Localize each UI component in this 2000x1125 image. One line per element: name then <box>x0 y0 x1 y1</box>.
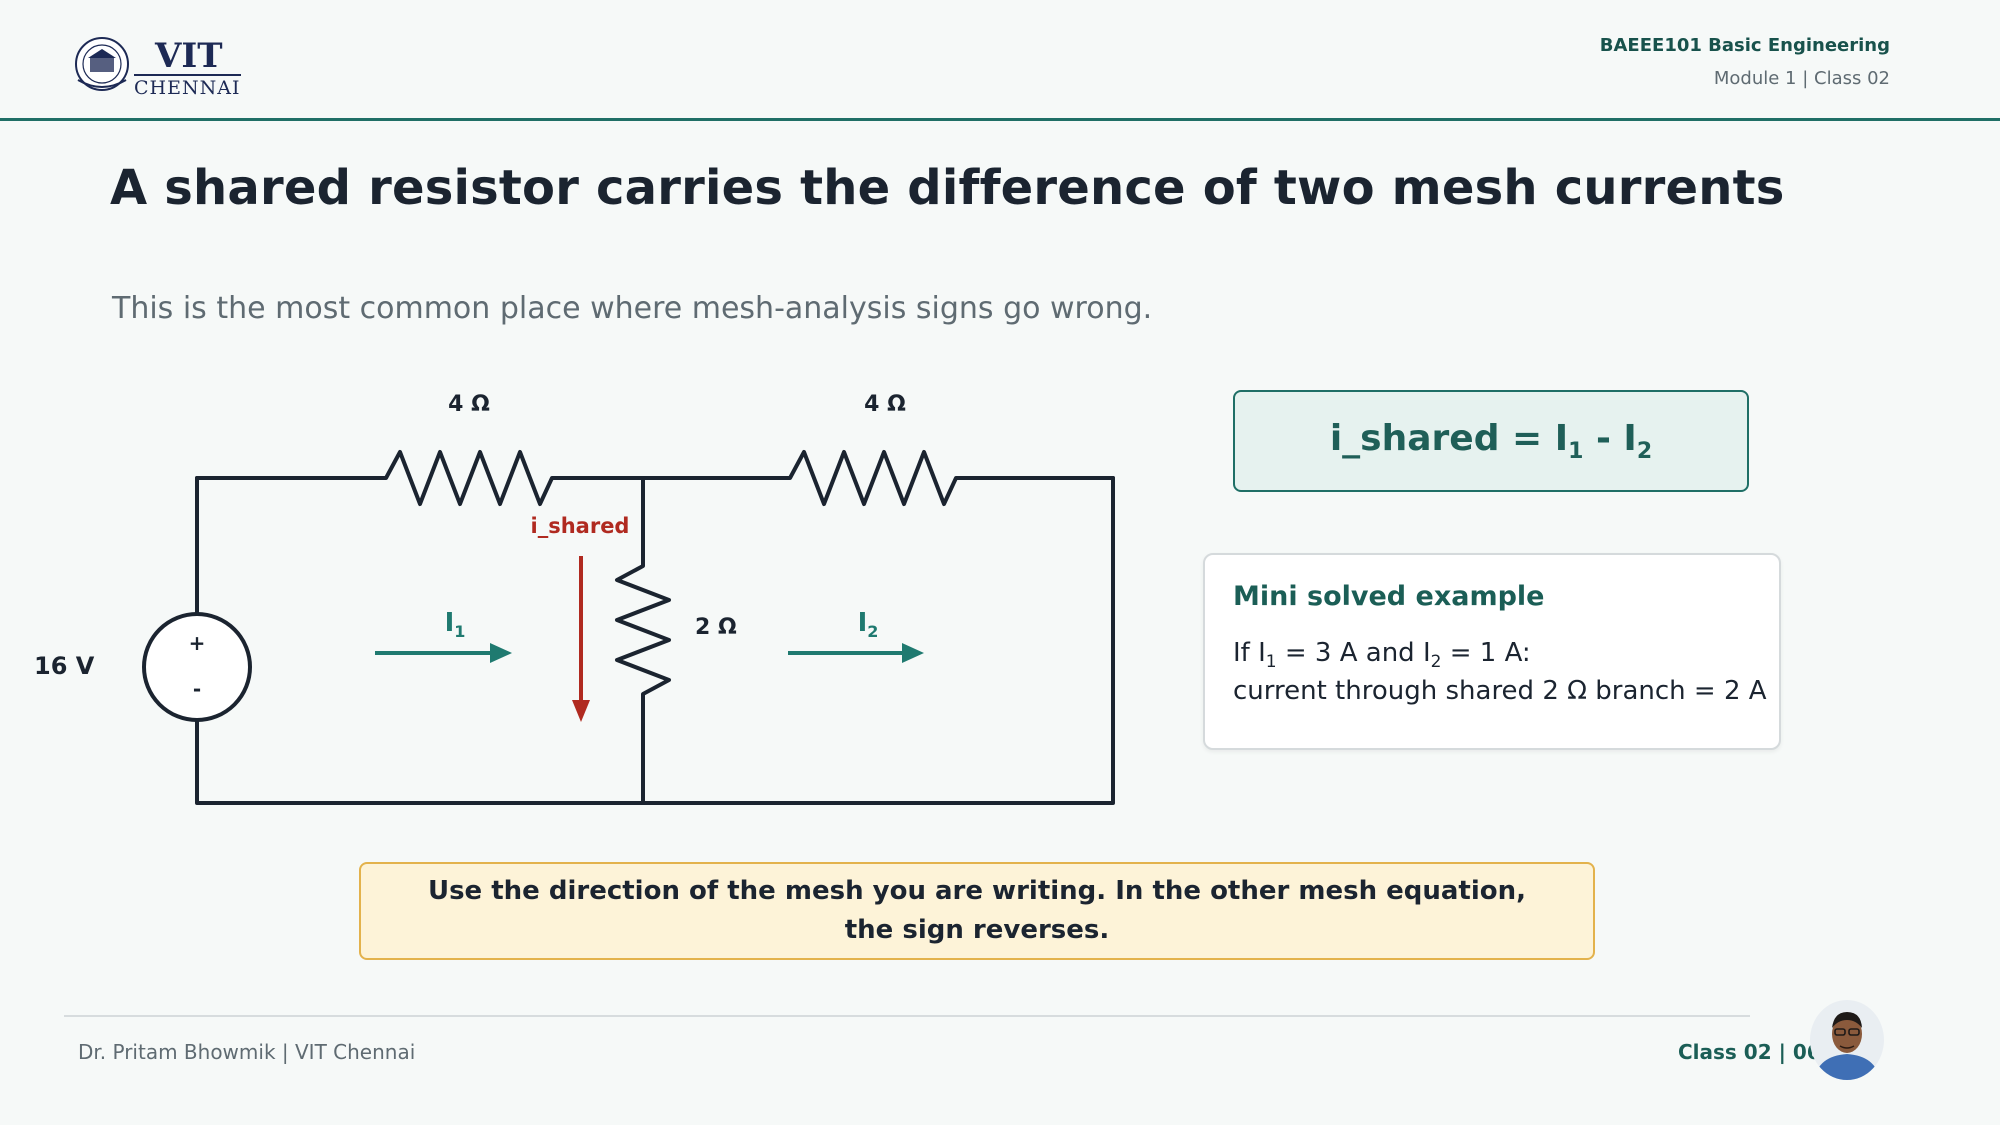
vit-emblem-icon <box>75 37 129 91</box>
course-title: BAEEE101 Basic Engineering <box>1599 35 1890 56</box>
module-label: Module 1 | Class 02 <box>1713 68 1890 89</box>
voltage-source-icon <box>142 612 252 722</box>
resistor-shared <box>615 554 671 722</box>
note-text: Use the direction of the mesh you are wr… <box>427 876 1527 945</box>
slide-subtitle: This is the most common place where mesh… <box>112 291 1153 326</box>
shared-current-label: i_shared <box>531 514 630 538</box>
wire-left-bottom <box>195 476 1115 805</box>
avatar <box>1810 1000 1884 1080</box>
resistor-left <box>373 450 562 506</box>
formula-text: i_shared = I1 - I2 <box>1329 417 1653 465</box>
resistor-right-label: 4 Ω <box>864 392 906 417</box>
slide-title: A shared resistor carries the difference… <box>110 160 1785 216</box>
mesh1-label: I1 <box>445 608 466 641</box>
formula-box: i_shared = I1 - I2 <box>1233 390 1749 492</box>
circuit-diagram: + - 16 V 4 Ω 4 Ω 2 Ω i_shared I1 I2 <box>34 392 1115 805</box>
source-minus: - <box>193 677 201 701</box>
mesh2-label: I2 <box>858 608 879 641</box>
note-callout: Use the direction of the mesh you are wr… <box>359 862 1595 960</box>
example-line-2: current through shared 2 Ω branch = 2 A <box>1233 676 1767 706</box>
footer-page: Class 02 | 06 <box>1678 1040 1821 1064</box>
logo-text-chennai: CHENNAI <box>134 74 241 99</box>
resistor-shared-label: 2 Ω <box>695 615 737 640</box>
resistor-right <box>778 450 992 506</box>
header-bar: VIT CHENNAI BAEEE101 Basic Engineering M… <box>0 0 2000 121</box>
footer-divider <box>64 1015 1750 1017</box>
mesh2-arrow-head <box>902 643 924 663</box>
resistor-left-label: 4 Ω <box>448 392 490 417</box>
shared-current-arrow-head <box>572 700 590 722</box>
example-title: Mini solved example <box>1233 581 1545 612</box>
example-line-1: If I1 = 3 A and I2 = 1 A: <box>1233 638 1531 673</box>
footer-author: Dr. Pritam Bhowmik | VIT Chennai <box>78 1040 416 1064</box>
source-plus: + <box>189 631 206 655</box>
source-label: 16 V <box>34 652 95 680</box>
example-card: Mini solved example If I1 = 3 A and I2 =… <box>1203 553 1781 750</box>
mesh1-arrow-head <box>490 643 512 663</box>
logo-text-vit: VIT <box>155 36 223 76</box>
